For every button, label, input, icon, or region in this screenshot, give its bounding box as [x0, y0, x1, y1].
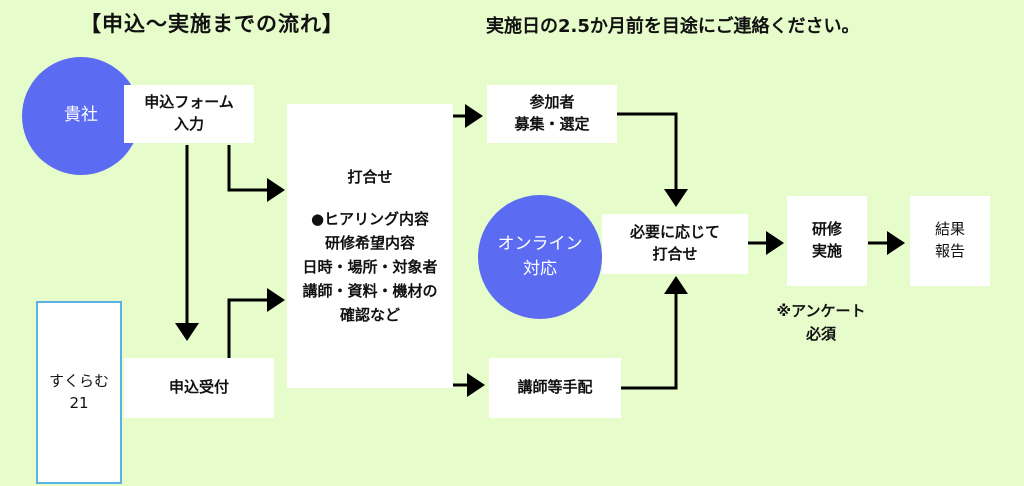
meeting-line-schedule: 日時・場所・対象者 [302, 258, 438, 276]
online-line2: 対応 [523, 259, 557, 279]
meeting-line-materials: 講師・資料・機材の [302, 282, 438, 300]
form-entry-line2: 入力 [173, 115, 204, 133]
training-line1: 研修 [811, 220, 842, 239]
survey-note: ※アンケート 必須 [762, 300, 880, 345]
participants-line1: 参加者 [529, 93, 575, 112]
instructor-node: 講師等手配 [489, 358, 621, 418]
arrow-instructor-to-asneeded [621, 276, 688, 390]
report-line1: 結果 [934, 220, 965, 239]
report-node: 結果 報告 [910, 196, 990, 286]
instructor-label: 講師等手配 [517, 378, 593, 397]
arrow-form-to-meeting [227, 145, 285, 202]
arrow-participants-to-asneeded [616, 112, 688, 207]
as-needed-line1: 必要に応じて [629, 223, 720, 242]
report-line2: 報告 [934, 242, 965, 260]
form-entry-node: 申込フォーム 入力 [124, 85, 254, 143]
contact-note: 実施日の2.5か月前を目途にご連絡ください。 [486, 16, 860, 37]
online-line1: オンライン [497, 233, 583, 254]
survey-line2: 必須 [805, 324, 836, 343]
participants-line2: 募集・選定 [514, 115, 590, 133]
as-needed-meeting-node: 必要に応じて 打合せ [602, 214, 748, 274]
sukuramu-node: すくらむ 21 [36, 301, 122, 484]
participants-node: 参加者 募集・選定 [487, 85, 617, 143]
online-node: オンライン 対応 [478, 195, 602, 319]
as-needed-line2: 打合せ [652, 245, 698, 263]
arrow-reception-to-meeting [227, 288, 285, 360]
meeting-line-request: 研修希望内容 [324, 234, 415, 252]
training-node: 研修 実施 [787, 196, 867, 286]
company-label: 貴社 [64, 105, 98, 126]
training-line2: 実施 [811, 242, 842, 260]
sukuramu-line2: 21 [69, 393, 89, 412]
meeting-node: 打合せ ●ヒアリング内容 研修希望内容 日時・場所・対象者 講師・資料・機材の … [287, 104, 453, 388]
company-node: 貴社 [22, 57, 140, 175]
sukuramu-line1: すくらむ [48, 371, 109, 390]
reception-label: 申込受付 [168, 378, 229, 397]
form-entry-line1: 申込フォーム [144, 93, 234, 112]
meeting-heading: 打合せ [347, 168, 393, 186]
survey-line1: ※アンケート [776, 302, 866, 320]
reception-node: 申込受付 [124, 358, 274, 418]
meeting-line-confirm: 確認など [339, 306, 400, 324]
meeting-line-hearing: ●ヒアリング内容 [310, 210, 430, 228]
diagram-title: 【申込〜実施までの流れ】 [80, 12, 344, 36]
